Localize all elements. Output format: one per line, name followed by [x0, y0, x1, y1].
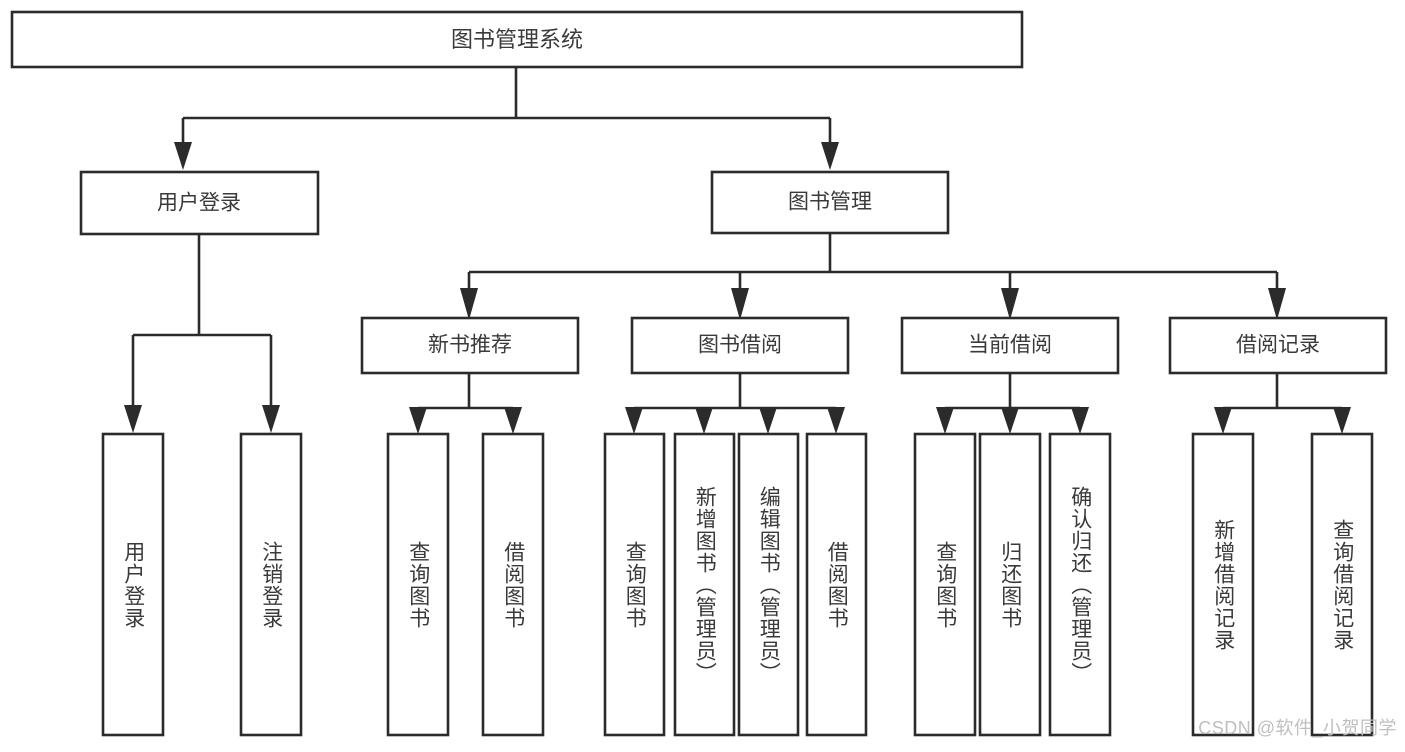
- arrow-current-borrow: [1001, 288, 1019, 320]
- arrow-leaf-edit-book: [759, 407, 777, 434]
- arrow-leaf-query-record: [1333, 407, 1351, 434]
- node-leaf-add-record[interactable]: [1191, 432, 1255, 737]
- node-root-label: 图书管理系统: [451, 27, 583, 52]
- arrow-leaf-confirm-return: [1071, 407, 1089, 434]
- node-leaf-query-book-3[interactable]: [913, 432, 977, 737]
- arrow-user-login: [174, 142, 192, 170]
- node-book-management-label: 图书管理: [788, 191, 872, 214]
- connector-layer: [124, 67, 1351, 434]
- node-current-borrow-label: 当前借阅: [968, 334, 1052, 357]
- node-leaf-logout[interactable]: [239, 432, 303, 737]
- arrow-book-management: [821, 142, 839, 170]
- node-leaf-confirm-return[interactable]: [1048, 432, 1112, 737]
- arrow-leaf-add-record: [1214, 407, 1232, 434]
- arrow-leaf-return-book: [1001, 407, 1019, 434]
- arrow-leaf-logout: [262, 405, 280, 433]
- node-leaf-query-book-2[interactable]: [603, 432, 666, 737]
- arrow-leaf-query-book-2: [625, 407, 643, 434]
- node-leaf-borrow-book-1[interactable]: [481, 432, 545, 737]
- node-current-borrow[interactable]: 当前借阅: [900, 316, 1120, 375]
- node-user-login-label: 用户登录: [157, 192, 241, 215]
- arrow-borrow-record: [1268, 288, 1286, 320]
- node-leaf-query-record[interactable]: [1310, 432, 1374, 737]
- arrow-new-book: [460, 288, 478, 320]
- node-new-book-recommend[interactable]: 新书推荐: [360, 316, 580, 375]
- node-leaf-user-login[interactable]: [101, 432, 165, 737]
- node-book-borrow-label: 图书借阅: [698, 334, 782, 357]
- arrow-leaf-add-book: [695, 407, 713, 434]
- arrow-leaf-query-book-3: [936, 407, 954, 434]
- node-book-borrow[interactable]: 图书借阅: [630, 316, 850, 375]
- watermark-text: CSDN @软件_小贺同学: [1198, 718, 1397, 738]
- node-borrow-record-label: 借阅记录: [1236, 334, 1320, 357]
- node-borrow-record[interactable]: 借阅记录: [1168, 316, 1388, 375]
- node-new-book-recommend-label: 新书推荐: [428, 334, 512, 357]
- arrow-leaf-borrow-book-1: [504, 407, 522, 434]
- node-leaf-return-book[interactable]: [978, 432, 1042, 737]
- arrow-leaf-borrow-book-2: [827, 407, 845, 434]
- node-book-management[interactable]: 图书管理: [710, 170, 950, 235]
- node-root[interactable]: 图书管理系统: [10, 10, 1024, 69]
- node-leaf-add-book[interactable]: [673, 432, 736, 737]
- node-leaf-query-book-1[interactable]: [386, 432, 450, 737]
- arrow-book-borrow: [731, 288, 749, 320]
- arrow-leaf-user-login: [124, 405, 142, 433]
- node-layer: 图书管理系统 用户登录 图书管理 新书推荐 图书借阅 当前: [10, 10, 1388, 737]
- arrow-leaf-query-book-1: [409, 407, 427, 434]
- node-leaf-edit-book[interactable]: [737, 432, 800, 737]
- node-leaf-borrow-book-2[interactable]: [805, 432, 868, 737]
- node-user-login[interactable]: 用户登录: [79, 170, 320, 236]
